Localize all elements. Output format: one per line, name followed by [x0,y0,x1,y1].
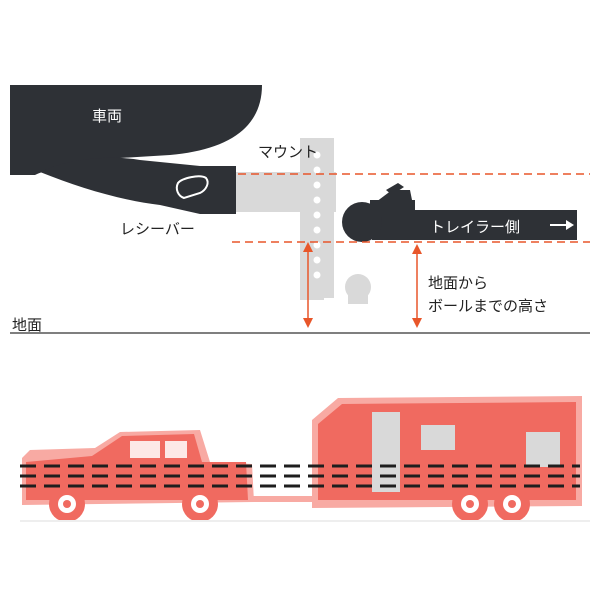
arrow-right-icon [550,220,574,230]
vehicle-body [10,85,262,175]
hitch-mount [236,138,371,304]
mount-label: マウント [258,143,319,161]
double-arrow-vertical-icon [412,244,422,328]
height-label-line1: 地面から [428,274,489,292]
ground-label: 地面 [12,316,43,334]
trailer-coupler [342,183,577,242]
receiver-tube [40,157,232,214]
receiver-pin [175,175,209,200]
height-label-line2: ボールまでの高さ [428,297,549,315]
vehicle-label: 車両 [92,107,123,125]
truck-trailer-illustration [20,396,590,522]
receiver-bar-label: レシーバー [120,220,195,238]
trailer-side-label: トレイラー側 [430,218,521,236]
double-arrow-vertical-icon [303,242,313,328]
